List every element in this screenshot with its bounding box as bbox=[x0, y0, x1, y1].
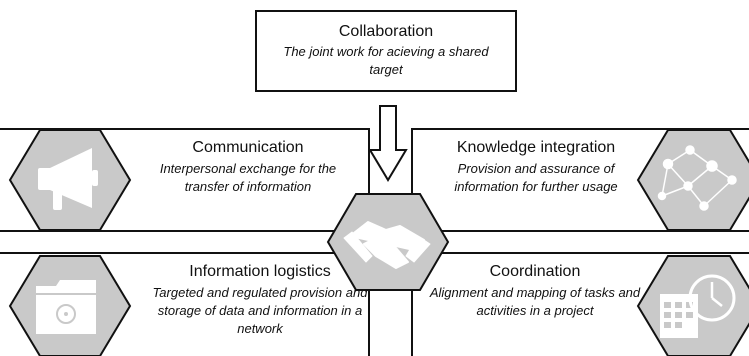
folder-network-icon bbox=[36, 280, 96, 334]
collaboration-description: The joint work for acieving a shared tar… bbox=[283, 44, 489, 77]
communication-title: Communication bbox=[192, 139, 304, 156]
coordination-description: Alignment and mapping of tasks and activ… bbox=[429, 285, 641, 318]
calendar-hexagon bbox=[636, 255, 749, 356]
network-icon bbox=[657, 145, 737, 211]
megaphone-hexagon bbox=[8, 129, 132, 231]
coordination-title: Coordination bbox=[489, 263, 581, 280]
handshake-icon bbox=[343, 221, 431, 269]
knowledge-integration-description: Provision and assurance of information f… bbox=[454, 161, 618, 194]
megaphone-icon bbox=[38, 148, 98, 210]
communication-description: Interpersonal exchange for the transfer … bbox=[159, 161, 337, 194]
collaboration-box: Collaboration The joint work for acievin… bbox=[255, 10, 517, 92]
calendar-clock-icon bbox=[660, 274, 736, 338]
folder-hexagon bbox=[8, 255, 132, 356]
information-logistics-title: Information logistics bbox=[189, 263, 331, 280]
knowledge-integration-title: Knowledge integration bbox=[456, 139, 616, 156]
down-arrow bbox=[368, 105, 408, 182]
information-logistics-description: Targeted and regulated provision and sto… bbox=[152, 285, 368, 336]
handshake-hexagon bbox=[326, 193, 450, 291]
collaboration-title: Collaboration bbox=[338, 23, 434, 40]
network-hexagon bbox=[636, 129, 749, 231]
